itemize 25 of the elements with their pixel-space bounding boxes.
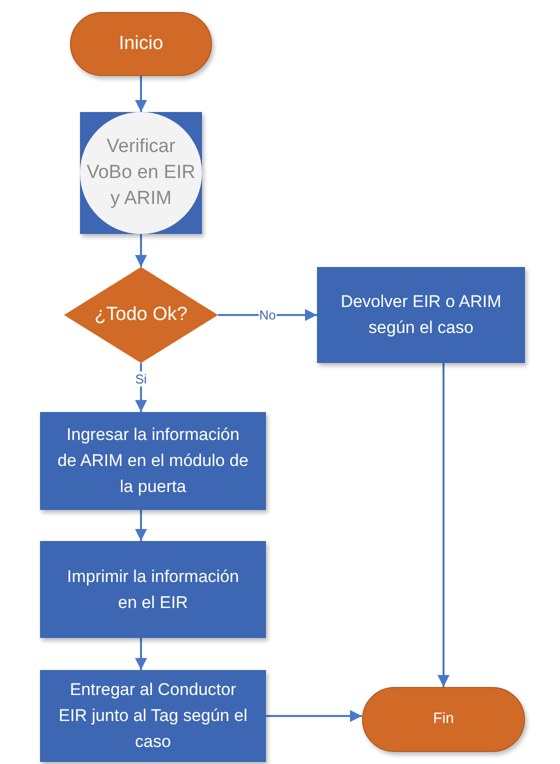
decision-diamond	[64, 267, 218, 363]
terminal-pill	[70, 12, 212, 76]
process-box	[317, 267, 525, 363]
node-label: Inicio	[118, 32, 164, 56]
node-label: Fin	[433, 709, 454, 730]
arrow	[266, 710, 362, 722]
arrow	[135, 638, 147, 670]
node-label: Devolver EIR o ARIM según el caso	[340, 291, 502, 339]
node-label: Verificar VoBo en EIR y ARIM	[86, 135, 196, 211]
node-label: Entregar al Conductor EIR junto al Tag según el caso	[58, 679, 248, 753]
process-box	[40, 670, 266, 762]
arrow	[135, 76, 147, 112]
arrow	[135, 234, 147, 267]
arrow	[135, 510, 147, 541]
node-label: Ingresar la información de ARIM en el módulo de la puerta	[56, 424, 250, 498]
node-label: Imprimir la información en el EIR	[66, 566, 240, 614]
node-label: ¿Todo Ok?	[94, 302, 188, 327]
terminal-pill	[362, 687, 525, 752]
edge-label: Si	[134, 372, 148, 386]
edge-label: No	[258, 308, 277, 322]
process-box	[40, 412, 266, 510]
arrow	[438, 363, 450, 687]
arrow	[218, 309, 317, 321]
process-box	[80, 112, 202, 234]
process-box	[40, 541, 266, 638]
